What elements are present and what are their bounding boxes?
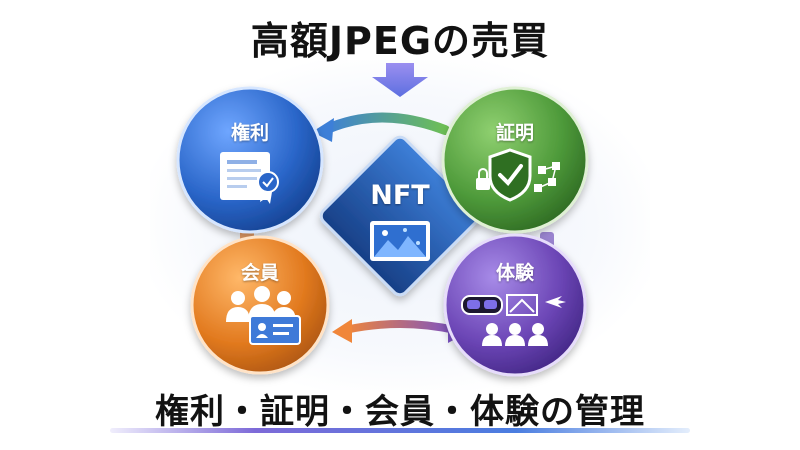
top-arc-arrow — [312, 112, 450, 142]
node-label-experience: 体験 — [495, 262, 534, 284]
node-label-membership: 会員 — [240, 262, 279, 284]
vr-headset-event-icon — [461, 294, 566, 346]
footer-caption: 権利・証明・会員・体験の管理 — [155, 392, 645, 432]
shield-check-icon — [476, 148, 560, 202]
certificate-icon — [220, 152, 279, 204]
down-arrow-icon — [372, 63, 428, 97]
node-label-proof: 証明 — [495, 122, 534, 144]
node-experience — [443, 233, 587, 377]
node-label-rights: 権利 — [230, 122, 269, 144]
image-icon — [370, 221, 430, 261]
members-id-card-icon — [226, 286, 301, 345]
nft-label: NFT — [370, 180, 430, 211]
nft-center — [319, 135, 481, 297]
page-title: 高額JPEGの売買 — [250, 19, 550, 63]
footer-underline — [110, 428, 690, 433]
